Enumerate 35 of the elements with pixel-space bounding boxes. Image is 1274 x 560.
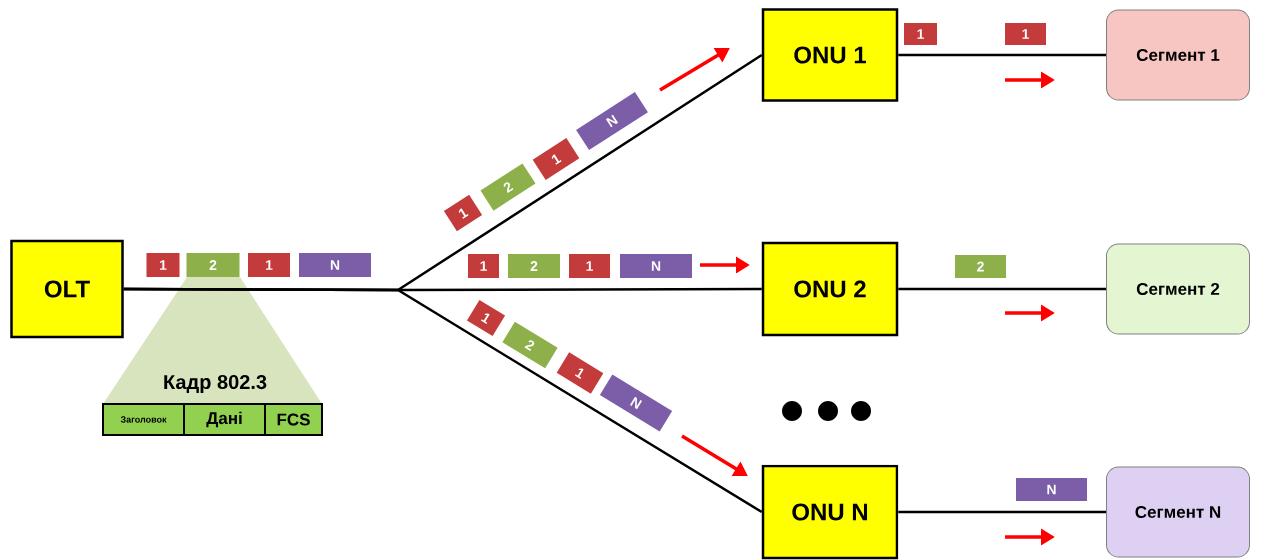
device-box: OLT — [10, 239, 124, 339]
packet-box: N — [1016, 478, 1087, 501]
packet-box: 1 — [569, 254, 610, 278]
packet-box: 2 — [502, 321, 558, 369]
packet-box: 1 — [443, 194, 483, 232]
device-box: ONU 2 — [761, 241, 899, 337]
connector-line — [898, 287, 1106, 291]
packet-box: N — [576, 91, 648, 151]
segment-box: Сегмент 1 — [1106, 9, 1250, 101]
frame-field: Заголовок — [102, 403, 185, 436]
packet-box: 2 — [186, 253, 240, 277]
frame-field: FCS — [264, 403, 323, 436]
packet-box: 1 — [146, 253, 180, 277]
connector-line — [898, 510, 1106, 514]
frame-field: Дані — [183, 403, 266, 436]
segment-box: Сегмент 2 — [1106, 243, 1250, 335]
packet-box: 1 — [556, 352, 604, 394]
device-box: ONU N — [761, 464, 899, 560]
packet-box: N — [620, 254, 692, 278]
connector-line — [898, 53, 1106, 57]
device-box: ONU 1 — [761, 8, 899, 102]
packet-box: N — [299, 253, 371, 277]
packet-box: 1 — [468, 254, 499, 278]
packet-box: 2 — [480, 163, 536, 211]
packet-box: N — [599, 374, 673, 432]
packet-box: 2 — [955, 255, 1006, 278]
packet-box: 1 — [466, 299, 506, 337]
connector-line — [123, 287, 763, 514]
frame-title: Кадр 802.3 — [164, 374, 267, 394]
packet-box: 1 — [1005, 23, 1046, 45]
packet-box: 1 — [904, 23, 937, 45]
packet-box: 1 — [532, 138, 580, 180]
packet-box: 2 — [508, 254, 560, 278]
segment-box: Сегмент N — [1106, 466, 1250, 558]
packet-box: 1 — [248, 253, 290, 277]
